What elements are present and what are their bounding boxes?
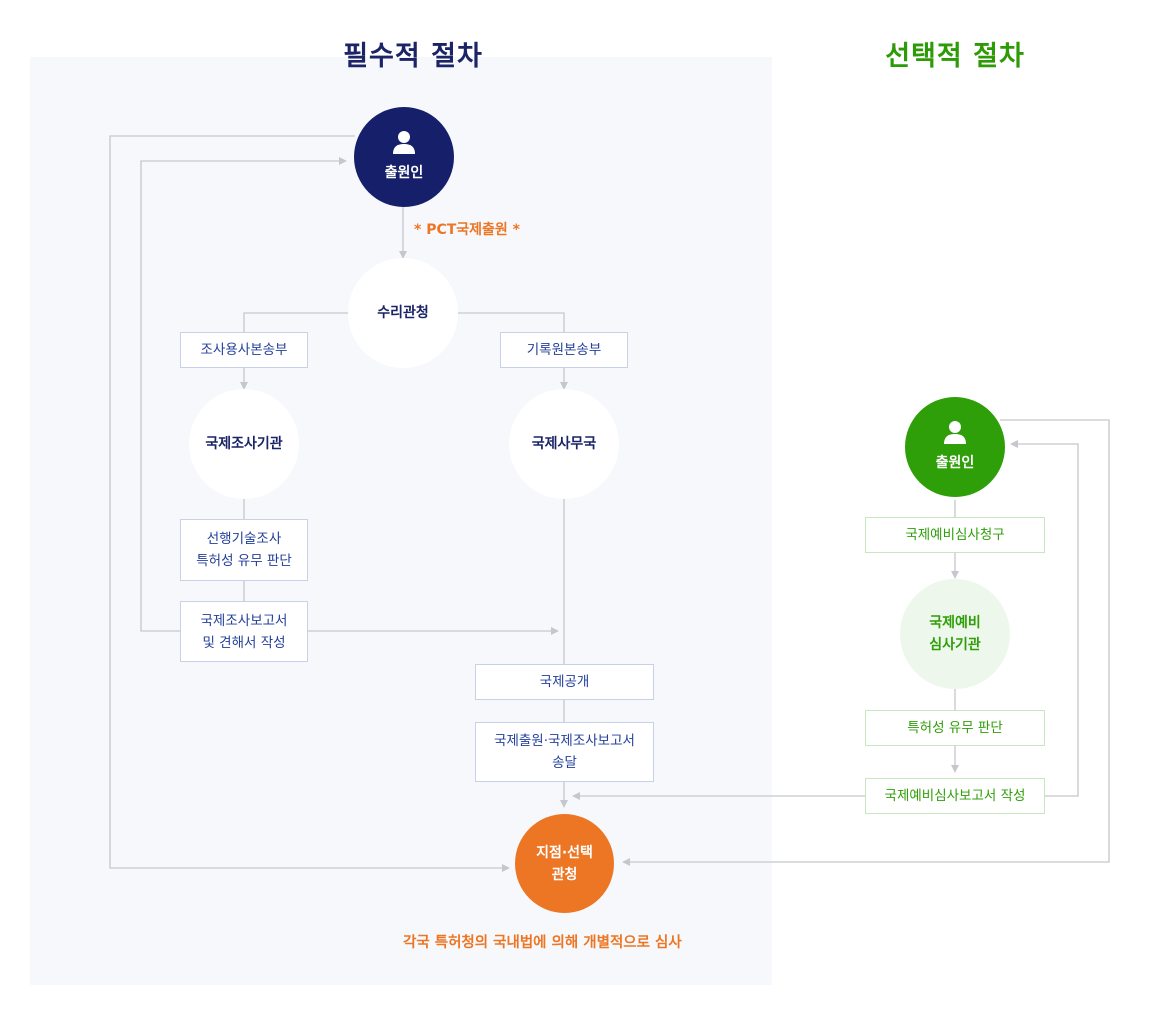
connector-prelimreport-to-applicant — [1010, 440, 1079, 797]
connector-receiving-left — [243, 312, 348, 332]
connector-optional-applicant-to-designated — [622, 419, 1110, 866]
prelim-authority-line2: 심사기관 — [929, 637, 981, 653]
transmit-line1: 국제출원·국제조사보고서 — [494, 733, 635, 749]
record-copy-box: 기록원본송부 — [500, 332, 628, 368]
prelim-request-box: 국제예비심사청구 — [865, 517, 1045, 553]
receiving-office-circle: 수리관청 — [348, 258, 458, 368]
receiving-office-label: 수리관청 — [377, 305, 429, 321]
connector-applicant-to-designated — [109, 135, 510, 872]
prior-art-line2: 특허성 유무 판단 — [196, 553, 292, 569]
intl-bureau-circle: 국제사무국 — [509, 389, 619, 499]
person-icon — [393, 131, 415, 154]
prelim-report-label: 국제예비심사보고서 작성 — [884, 788, 1026, 804]
patentability-label: 특허성 유무 판단 — [907, 720, 1003, 736]
required-procedure-panel — [30, 57, 772, 985]
prelim-request-label: 국제예비심사청구 — [905, 527, 1005, 543]
designated-line1: 지점·선택 — [536, 844, 593, 861]
national-examination-note: 각국 특허청의 국내법에 의해 개별적으로 심사 — [403, 935, 682, 951]
publication-label: 국제공개 — [539, 674, 590, 690]
applicant-label: 출원인 — [384, 165, 424, 181]
publication-box: 국제공개 — [475, 664, 654, 700]
prior-art-box: 선행기술조사 특허성 유무 판단 — [180, 519, 308, 581]
designated-line2: 관청 — [551, 866, 578, 883]
patentability-box: 특허성 유무 판단 — [865, 710, 1045, 746]
prelim-authority-line1: 국제예비 — [929, 615, 981, 631]
search-report-line1: 국제조사보고서 — [200, 612, 288, 629]
transmit-box: 국제출원·국제조사보고서 송달 — [475, 722, 654, 782]
connector-receiving-right — [458, 312, 565, 332]
search-authority-circle: 국제조사기관 — [189, 389, 299, 499]
optional-procedure-title: 선택적 절차 — [885, 41, 1025, 72]
connector-report-to-applicant — [140, 157, 347, 632]
search-authority-label: 국제조사기관 — [205, 436, 283, 452]
prelim-authority-circle: 국제예비 심사기관 — [900, 579, 1010, 689]
prior-art-line1: 선행기술조사 — [206, 531, 282, 547]
designated-office-circle: 지점·선택 관청 — [515, 814, 614, 913]
pct-application-note: * PCT국제출원 * — [414, 222, 520, 238]
optional-applicant-label: 출원인 — [935, 455, 975, 471]
search-report-box: 국제조사보고서 및 견해서 작성 — [180, 601, 308, 662]
transmit-line2: 송달 — [552, 755, 577, 771]
search-copy-box: 조사용사본송부 — [180, 332, 308, 368]
prelim-report-box: 국제예비심사보고서 작성 — [865, 778, 1045, 814]
search-report-line2: 및 견해서 작성 — [202, 634, 286, 651]
required-procedure-title: 필수적 절차 — [343, 41, 483, 72]
intl-bureau-label: 국제사무국 — [531, 436, 597, 452]
record-copy-label: 기록원본송부 — [526, 342, 602, 358]
search-copy-label: 조사용사본송부 — [200, 342, 288, 358]
optional-applicant-circle: 출원인 — [905, 397, 1005, 497]
applicant-circle: 출원인 — [354, 107, 454, 207]
person-icon — [944, 421, 966, 444]
